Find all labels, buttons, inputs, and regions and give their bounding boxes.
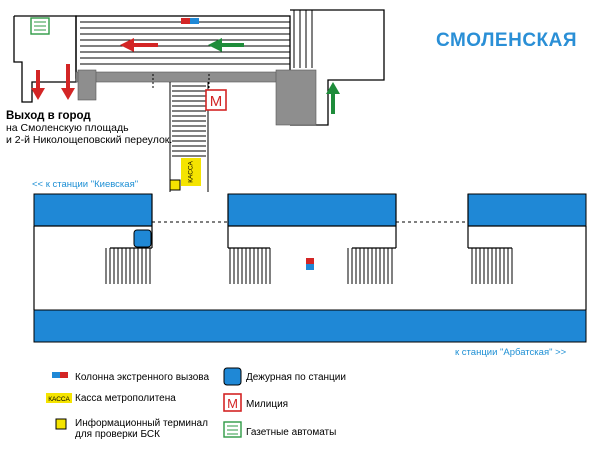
- station-title: СМОЛЕНСКАЯ: [436, 30, 578, 51]
- duty-booth-icon-map: [133, 229, 152, 248]
- sos-column-icon-top: [181, 18, 199, 24]
- arrow-enter-up: [326, 82, 340, 114]
- police-icon-legend: М: [223, 393, 242, 412]
- track-upper: [33, 193, 587, 227]
- escalator-platform-3: [347, 248, 393, 284]
- escalator-platform-4: [471, 248, 513, 284]
- kassa-icon-legend: КАССА: [48, 396, 70, 403]
- exit-line-2: и 2-й Николощеповский переулок.: [6, 134, 173, 146]
- escalator-upper: [80, 21, 290, 65]
- passage-stairs: [169, 82, 209, 192]
- escalator-platform-1: [105, 248, 151, 284]
- legend-kassa-label: Касса метрополитена: [75, 393, 176, 404]
- arrow-enter-left: [208, 38, 244, 52]
- sos-column-icon-platform: [306, 258, 314, 270]
- svg-text:КАССА: КАССА: [188, 161, 195, 183]
- legend-newspaper-label: Газетные автоматы: [246, 427, 337, 438]
- info-terminal-icon-map: [169, 179, 181, 191]
- exit-title: Выход в город: [6, 110, 91, 122]
- kassa-icon-map: КАССА: [181, 158, 201, 186]
- legend-police-label: Милиция: [246, 399, 289, 410]
- arrow-exit-left: [120, 38, 158, 52]
- svg-text:М: М: [210, 93, 223, 110]
- escalator-upper-right: [293, 10, 313, 68]
- sos-column-icon-legend: [52, 372, 68, 378]
- vestibule-walls: [75, 69, 317, 126]
- platform: [33, 194, 587, 310]
- escalator-platform-2: [229, 248, 271, 284]
- newspaper-icon-legend: [223, 421, 242, 438]
- track-lower: [33, 309, 587, 343]
- direction-arbatskaya: к станции "Арбатская" >>: [455, 347, 567, 358]
- legend-duty-label: Дежурная по станции: [246, 372, 346, 383]
- arrow-exit-down-1: [31, 70, 45, 100]
- kassa-icon-legend-bg: [46, 393, 72, 403]
- direction-kievskaya: << к станции "Киевская": [32, 179, 139, 190]
- exit-line-1: на Смоленскую площадь: [6, 122, 129, 134]
- duty-booth-icon-legend: [223, 367, 242, 386]
- arrow-exit-down-2: [61, 64, 75, 100]
- newspaper-icon-map: [30, 17, 50, 35]
- svg-text:М: М: [227, 396, 238, 411]
- exit-info: Выход в город на Смоленскую площадь и 2-…: [6, 110, 172, 146]
- police-icon-map: М: [205, 89, 227, 111]
- legend-sos-label: Колонна экстренного вызова: [75, 372, 210, 383]
- legend-info-terminal-label: Информационный терминал для проверки БСК: [75, 418, 208, 440]
- info-terminal-icon-legend: [55, 418, 67, 430]
